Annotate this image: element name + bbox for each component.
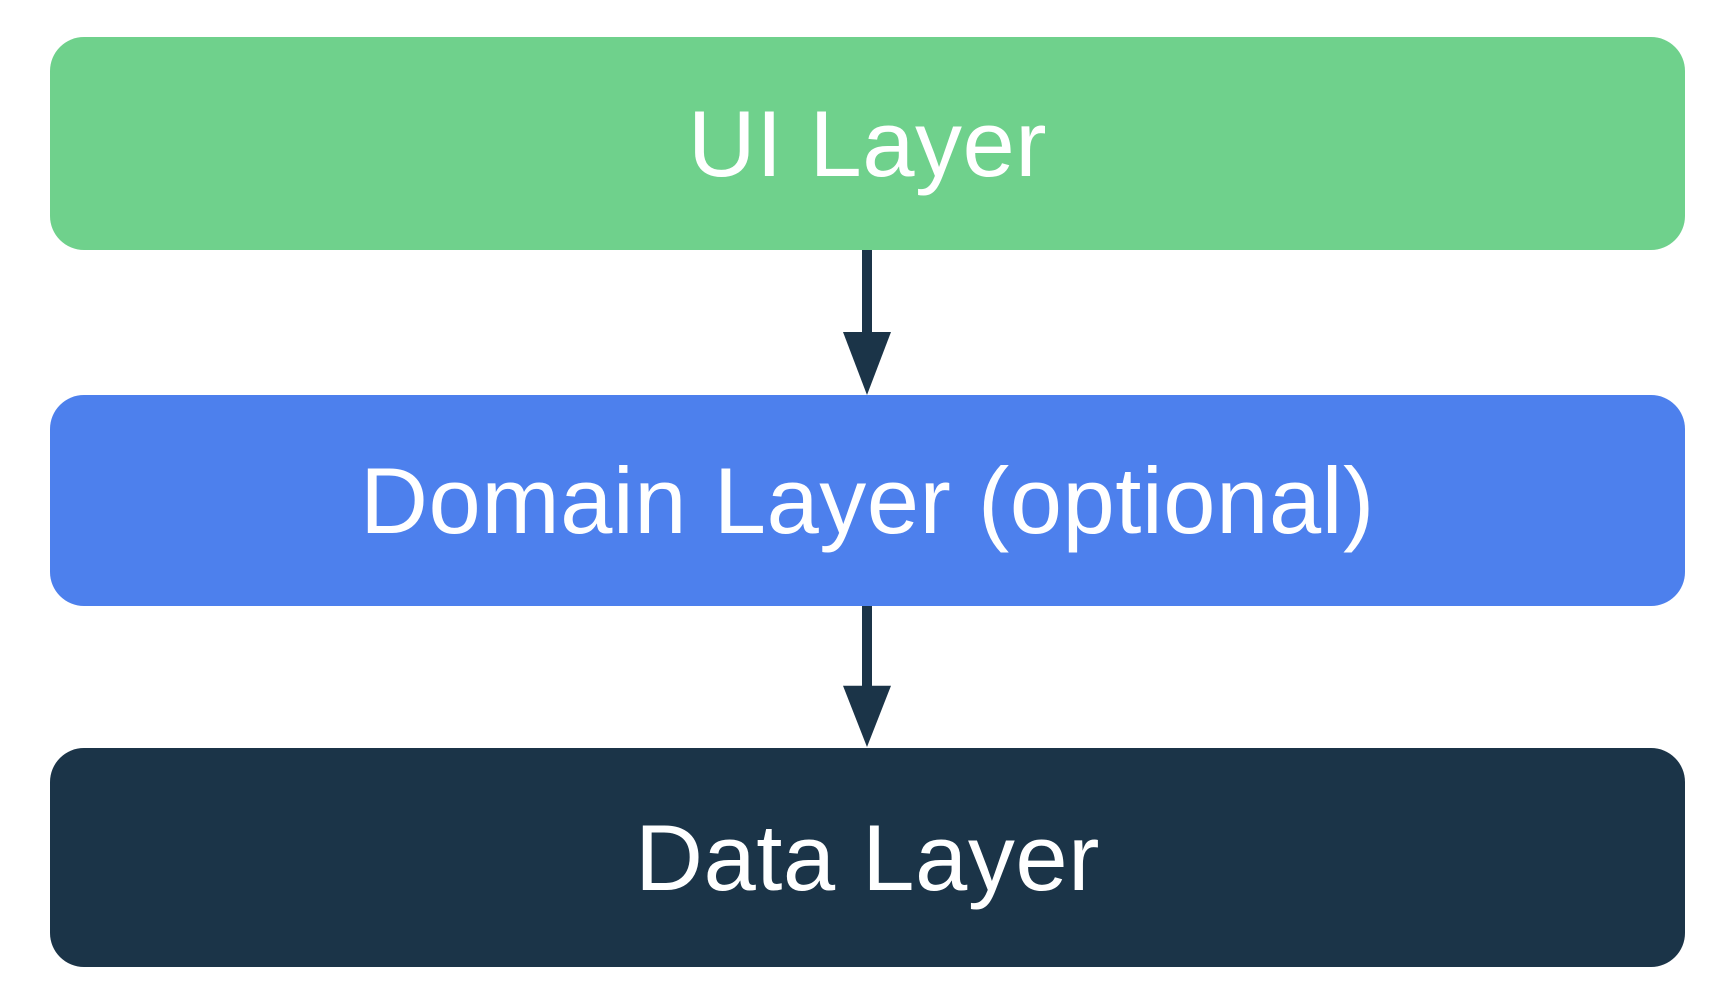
arrow-down-icon bbox=[843, 606, 891, 747]
data-layer-box: Data Layer bbox=[50, 748, 1685, 967]
ui-layer-box: UI Layer bbox=[50, 37, 1685, 250]
domain-layer-box: Domain Layer (optional) bbox=[50, 395, 1685, 606]
domain-layer-label: Domain Layer (optional) bbox=[360, 447, 1375, 553]
arrow-down-icon bbox=[843, 250, 891, 395]
ui-layer-label: UI Layer bbox=[687, 90, 1048, 196]
data-layer-label: Data Layer bbox=[635, 804, 1100, 910]
